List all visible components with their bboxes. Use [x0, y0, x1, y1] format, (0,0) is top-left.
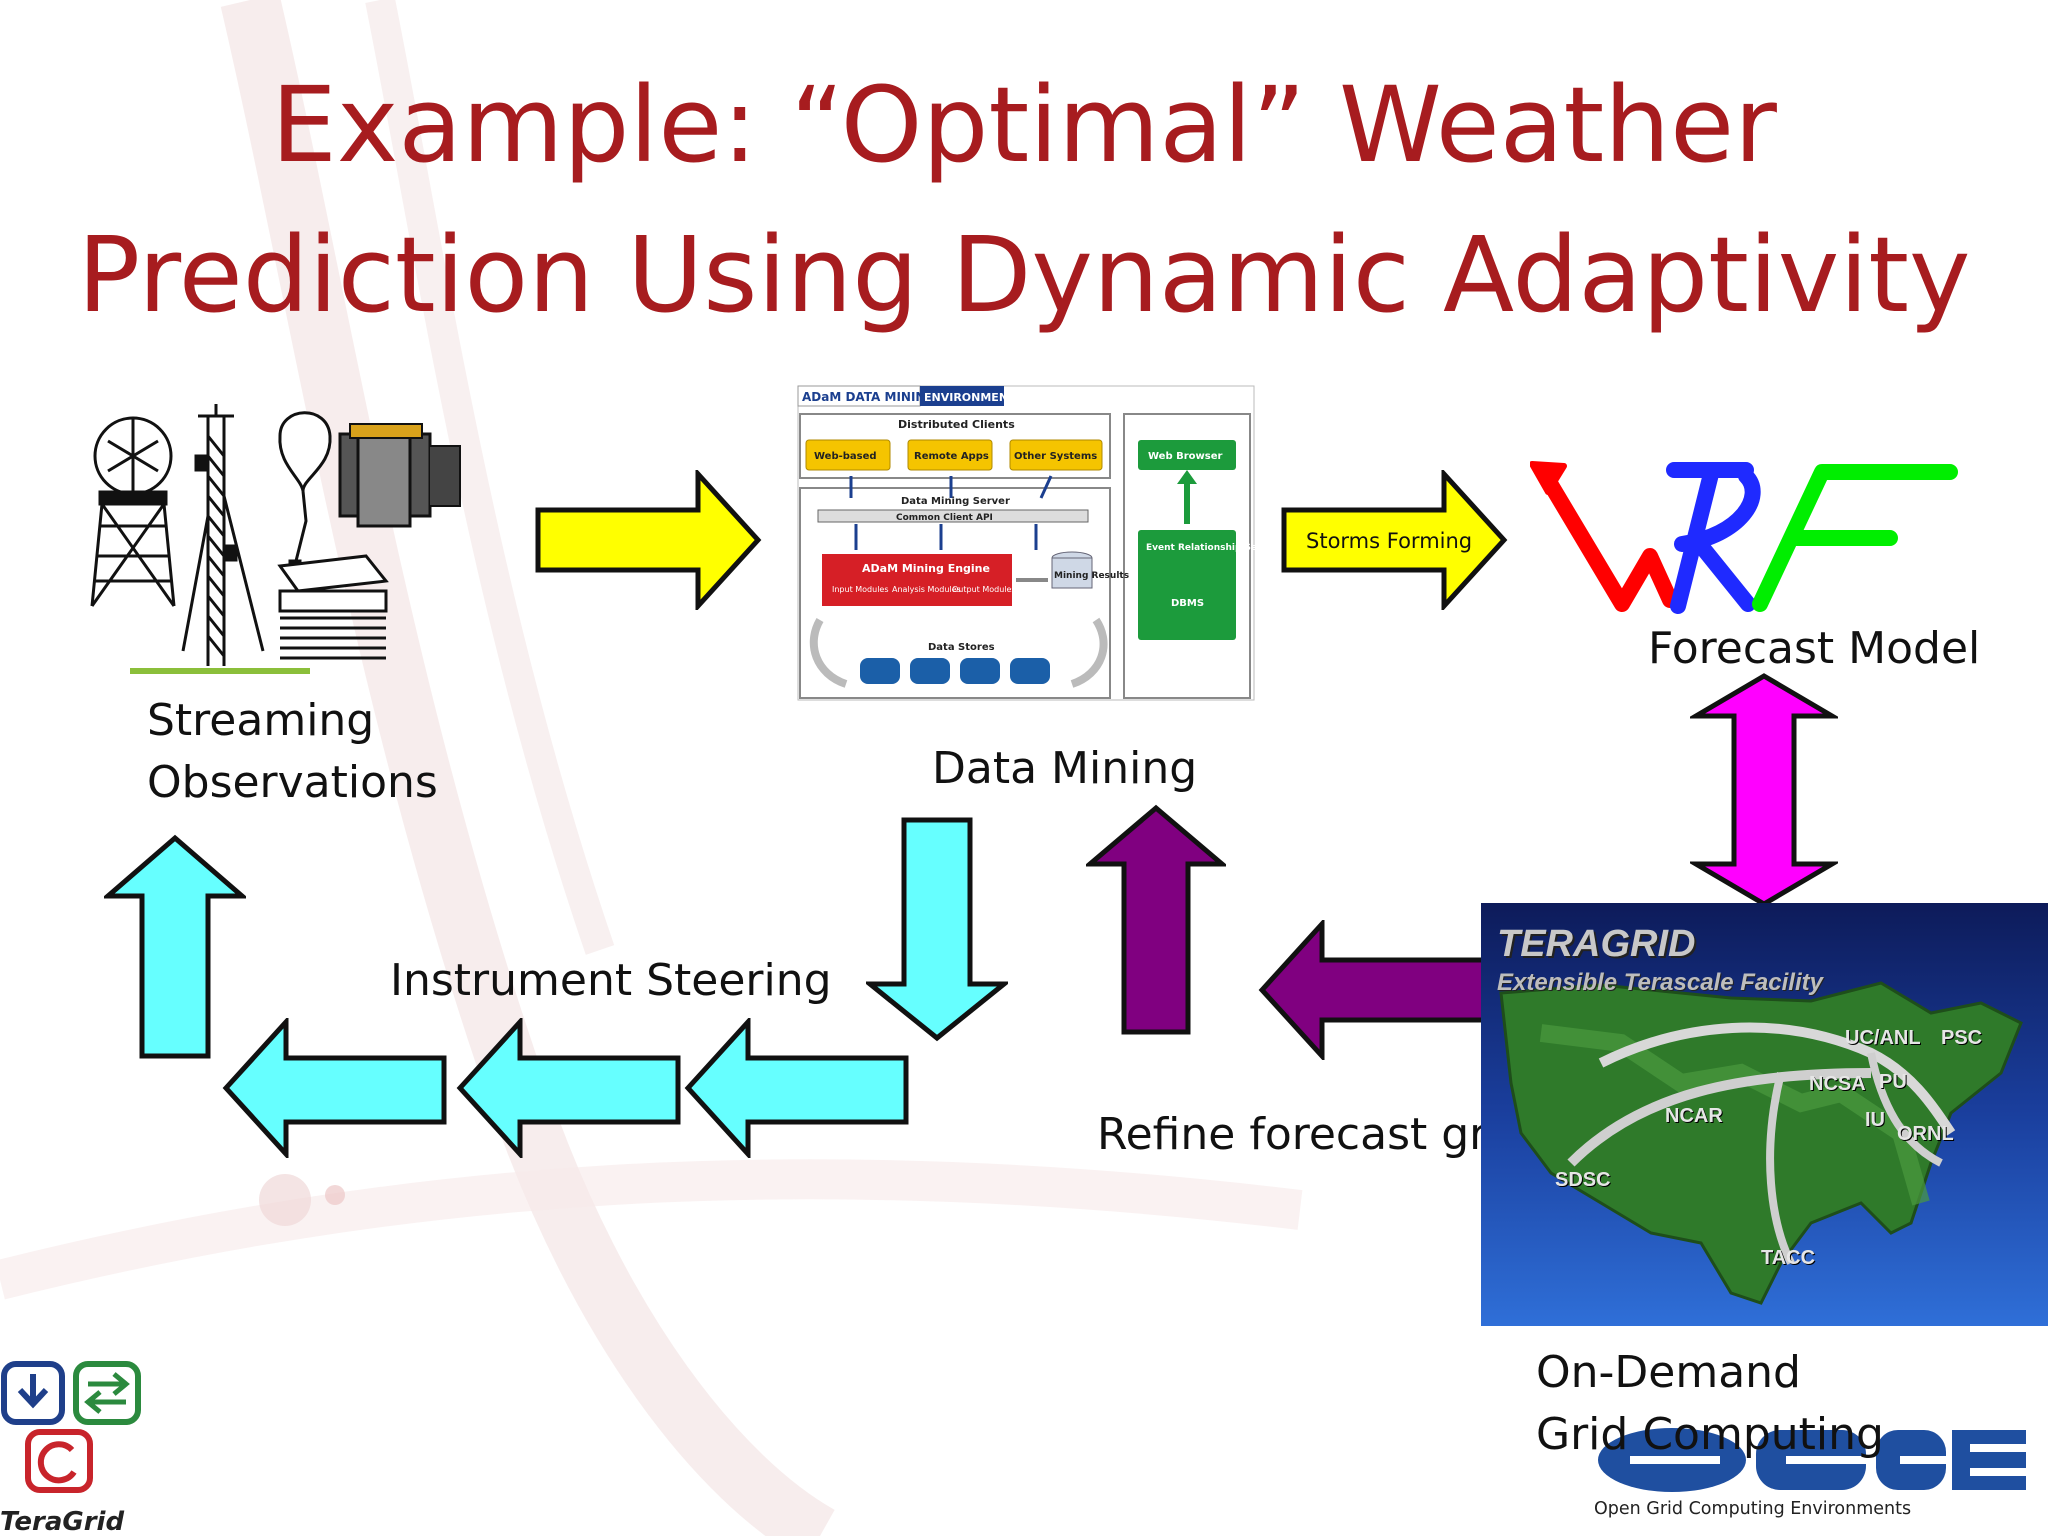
- adam-engine-module-2: Output Modules: [952, 585, 1016, 594]
- label-storms-forming: Storms Forming: [1306, 529, 1472, 553]
- teragrid-map-title: TERAGRID: [1497, 923, 1696, 965]
- adam-client-1: Remote Apps: [914, 451, 989, 462]
- adam-header-right: ENVIRONMENT: [924, 391, 1016, 404]
- adam-engine-module-0: Input Modules: [832, 585, 889, 594]
- map-site-pu: PU: [1879, 1071, 1907, 1093]
- adam-mining-environment-diagram: ADaM DATA MINING ENVIRONMENT Distributed…: [797, 385, 1256, 701]
- adam-dbms: DBMS: [1171, 598, 1204, 609]
- wrf-logo: [1530, 461, 1958, 614]
- ground-strip: [130, 668, 310, 674]
- adam-client-0: Web-based: [814, 451, 877, 462]
- map-site-psc: PSC: [1941, 1027, 1983, 1049]
- ogce-logo: Open Grid Computing Environments: [1594, 1428, 2026, 1519]
- adam-common-api: Common Client API: [896, 513, 993, 523]
- adam-mining-results: Mining Results: [1054, 571, 1129, 581]
- map-site-iu: IU: [1865, 1109, 1885, 1131]
- adam-client-2: Other Systems: [1014, 451, 1097, 462]
- adam-mining-server: Data Mining Server: [901, 496, 1010, 507]
- map-site-ncsa: NCSA: [1809, 1073, 1866, 1095]
- teragrid-logo-text: TeraGrid: [0, 1507, 124, 1536]
- observation-instruments-illustration: [90, 404, 461, 674]
- data-sheets-icon: [277, 554, 389, 660]
- label-grid-computing: Grid Computing: [1536, 1409, 1884, 1460]
- satellite-icon: [338, 423, 461, 528]
- adam-header-left: ADaM DATA MINING: [802, 390, 935, 404]
- label-observations: Observations: [147, 757, 438, 808]
- slide-title-line2: Prediction Using Dynamic Adaptivity: [77, 214, 1971, 336]
- cyan-down-arrow: [866, 817, 1008, 1042]
- yellow-arrow-obs-to-mining: [535, 470, 762, 610]
- adam-engine-module-1: Analysis Modules: [892, 585, 961, 594]
- teragrid-logo: TeraGrid: [0, 1361, 141, 1536]
- purple-up-arrow: [1086, 804, 1226, 1035]
- adam-engine: ADaM Mining Engine: [862, 562, 990, 575]
- ogce-tagline: Open Grid Computing Environments: [1594, 1499, 1911, 1519]
- adam-data-stores: Data Stores: [928, 642, 995, 653]
- yellow-arrow-storms-forming: Storms Forming: [1281, 470, 1508, 610]
- cyan-up-arrow: [104, 834, 246, 1059]
- teragrid-map-image: TERAGRID Extensible Terascale Facility U…: [1481, 903, 2048, 1326]
- cyan-left-arrow-1: [222, 1018, 447, 1158]
- label-data-mining: Data Mining: [932, 743, 1198, 794]
- label-refine-forecast: Refine forecast grid: [1097, 1109, 1528, 1160]
- radar-tower-icon: [90, 416, 176, 607]
- map-site-ornl: ORNL: [1897, 1123, 1954, 1145]
- label-streaming: Streaming: [147, 695, 375, 746]
- label-instrument-steering: Instrument Steering: [390, 955, 832, 1006]
- weather-mast-icon: [181, 404, 265, 666]
- teragrid-map-subtitle: Extensible Terascale Facility: [1497, 969, 1823, 996]
- cyan-left-arrow-2: [456, 1018, 681, 1158]
- map-site-tacc: TACC: [1761, 1247, 1816, 1269]
- label-on-demand: On-Demand: [1536, 1347, 1801, 1398]
- purple-left-arrow: [1258, 920, 1487, 1060]
- map-site-sdsc: SDSC: [1555, 1169, 1611, 1191]
- label-forecast-model: Forecast Model: [1648, 623, 1981, 674]
- magenta-double-arrow: [1690, 673, 1838, 907]
- adam-distributed-clients: Distributed Clients: [898, 418, 1015, 431]
- adam-event-system: Event Relationship Search System: [1146, 543, 1256, 553]
- cyan-left-arrow-3: [684, 1018, 909, 1158]
- teragrid-map-graphic: [1481, 903, 2048, 1326]
- weather-balloon-icon: [278, 411, 332, 573]
- map-site-uc-anl: UC/ANL: [1845, 1027, 1921, 1049]
- slide-title-line1: Example: “Optimal” Weather: [271, 64, 1777, 186]
- map-site-ncar: NCAR: [1665, 1105, 1723, 1127]
- adam-web-browser: Web Browser: [1148, 451, 1222, 462]
